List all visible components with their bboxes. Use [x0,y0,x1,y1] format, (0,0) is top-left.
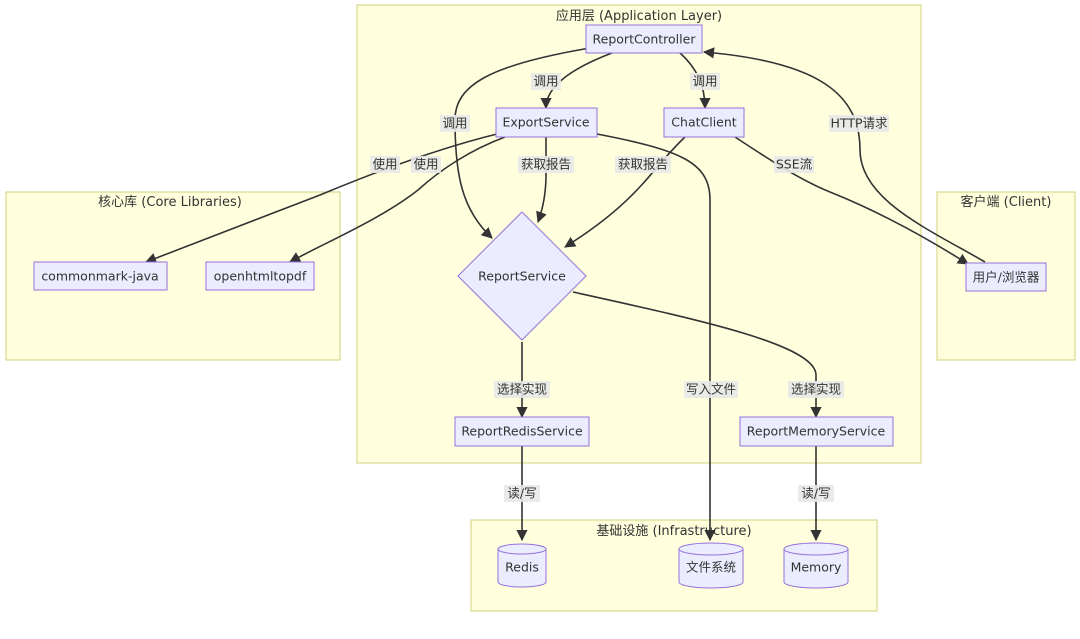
infrastructure-title: 基础设施 (Infrastructure) [596,524,751,539]
svg-text:使用: 使用 [413,157,438,172]
svg-text:调用: 调用 [692,74,717,89]
edge-label-chat-reportservice: 获取报告 [615,156,671,173]
svg-text:ReportService: ReportService [478,269,566,284]
edge-label-controller-reportservice: 调用 [440,115,470,132]
svg-text:ExportService: ExportService [502,115,589,130]
edge-label-controller-export: 调用 [531,73,561,90]
edge-label-select-memory: 选择实现 [788,381,844,398]
edge-report-memory [572,291,822,419]
user-browser-node[interactable]: 用户/浏览器 [965,262,1047,292]
svg-text:用户/浏览器: 用户/浏览器 [973,270,1040,285]
svg-text:SSE流: SSE流 [776,157,813,172]
svg-text:选择实现: 选择实现 [497,382,547,397]
svg-text:读/写: 读/写 [801,486,830,501]
edge-export-commonmark [144,133,498,264]
svg-text:调用: 调用 [442,116,467,131]
commonmark-java-node[interactable]: commonmark-java [33,261,168,291]
svg-text:选择实现: 选择实现 [791,382,841,397]
svg-text:ReportController: ReportController [593,32,697,47]
edge-label-redis-rw: 读/写 [504,485,540,502]
svg-text:ChatClient: ChatClient [671,115,736,130]
svg-text:文件系统: 文件系统 [686,560,736,575]
export-service-node[interactable]: ExportService [495,107,598,138]
report-service-node[interactable]: ReportService [457,211,587,341]
report-controller-node[interactable]: ReportController [585,24,703,54]
application-layer-title: 应用层 (Application Layer) [556,8,722,24]
svg-text:读/写: 读/写 [507,486,536,501]
edge-label-controller-chat: 调用 [690,73,720,90]
edge-sse-stream [734,136,969,265]
edge-http-request [702,47,986,263]
svg-text:Memory: Memory [791,560,842,575]
file-system-db-node[interactable]: 文件系统 [678,542,744,589]
chat-client-node[interactable]: ChatClient [663,107,745,138]
openhtmltopdf-node[interactable]: openhtmltopdf [205,261,315,291]
memory-db-node[interactable]: Memory [783,542,849,589]
edge-label-memory-rw: 读/写 [798,485,834,502]
edge-controller-export [540,52,613,110]
edge-label-sse-stream: SSE流 [774,156,814,173]
svg-text:HTTP请求: HTTP请求 [831,116,888,131]
svg-text:commonmark-java: commonmark-java [41,269,158,284]
edge-export-reportservice [536,137,547,224]
edge-label-write-file: 写入文件 [684,381,738,398]
svg-text:使用: 使用 [372,157,397,172]
svg-text:ReportRedisService: ReportRedisService [461,424,583,439]
edge-chat-reportservice [564,136,686,248]
svg-text:获取报告: 获取报告 [618,157,668,172]
svg-text:openhtmltopdf: openhtmltopdf [214,269,307,284]
svg-text:Redis: Redis [505,560,539,575]
application-layer-cluster: 应用层 (Application Layer) [356,4,922,464]
edge-export-filesystem [596,133,716,542]
svg-text:写入文件: 写入文件 [686,382,736,397]
core-libraries-title: 核心库 (Core Libraries) [98,194,242,210]
edge-label-select-redis: 选择实现 [494,381,550,398]
edge-export-openhtmltopdf [289,136,506,263]
svg-text:ReportMemoryService: ReportMemoryService [747,424,886,439]
svg-text:获取报告: 获取报告 [521,157,571,172]
client-title: 客户端 (Client) [961,194,1052,210]
report-memory-service-node[interactable]: ReportMemoryService [739,416,894,447]
edge-label-export-openhtmltopdf: 使用 [411,156,441,173]
edge-label-export-commonmark: 使用 [370,156,400,173]
report-redis-service-node[interactable]: ReportRedisService [454,416,590,447]
edge-label-http-request: HTTP请求 [829,115,889,132]
edge-label-export-reportservice: 获取报告 [518,156,574,173]
redis-db-node[interactable]: Redis [497,543,547,588]
svg-text:调用: 调用 [533,74,558,89]
